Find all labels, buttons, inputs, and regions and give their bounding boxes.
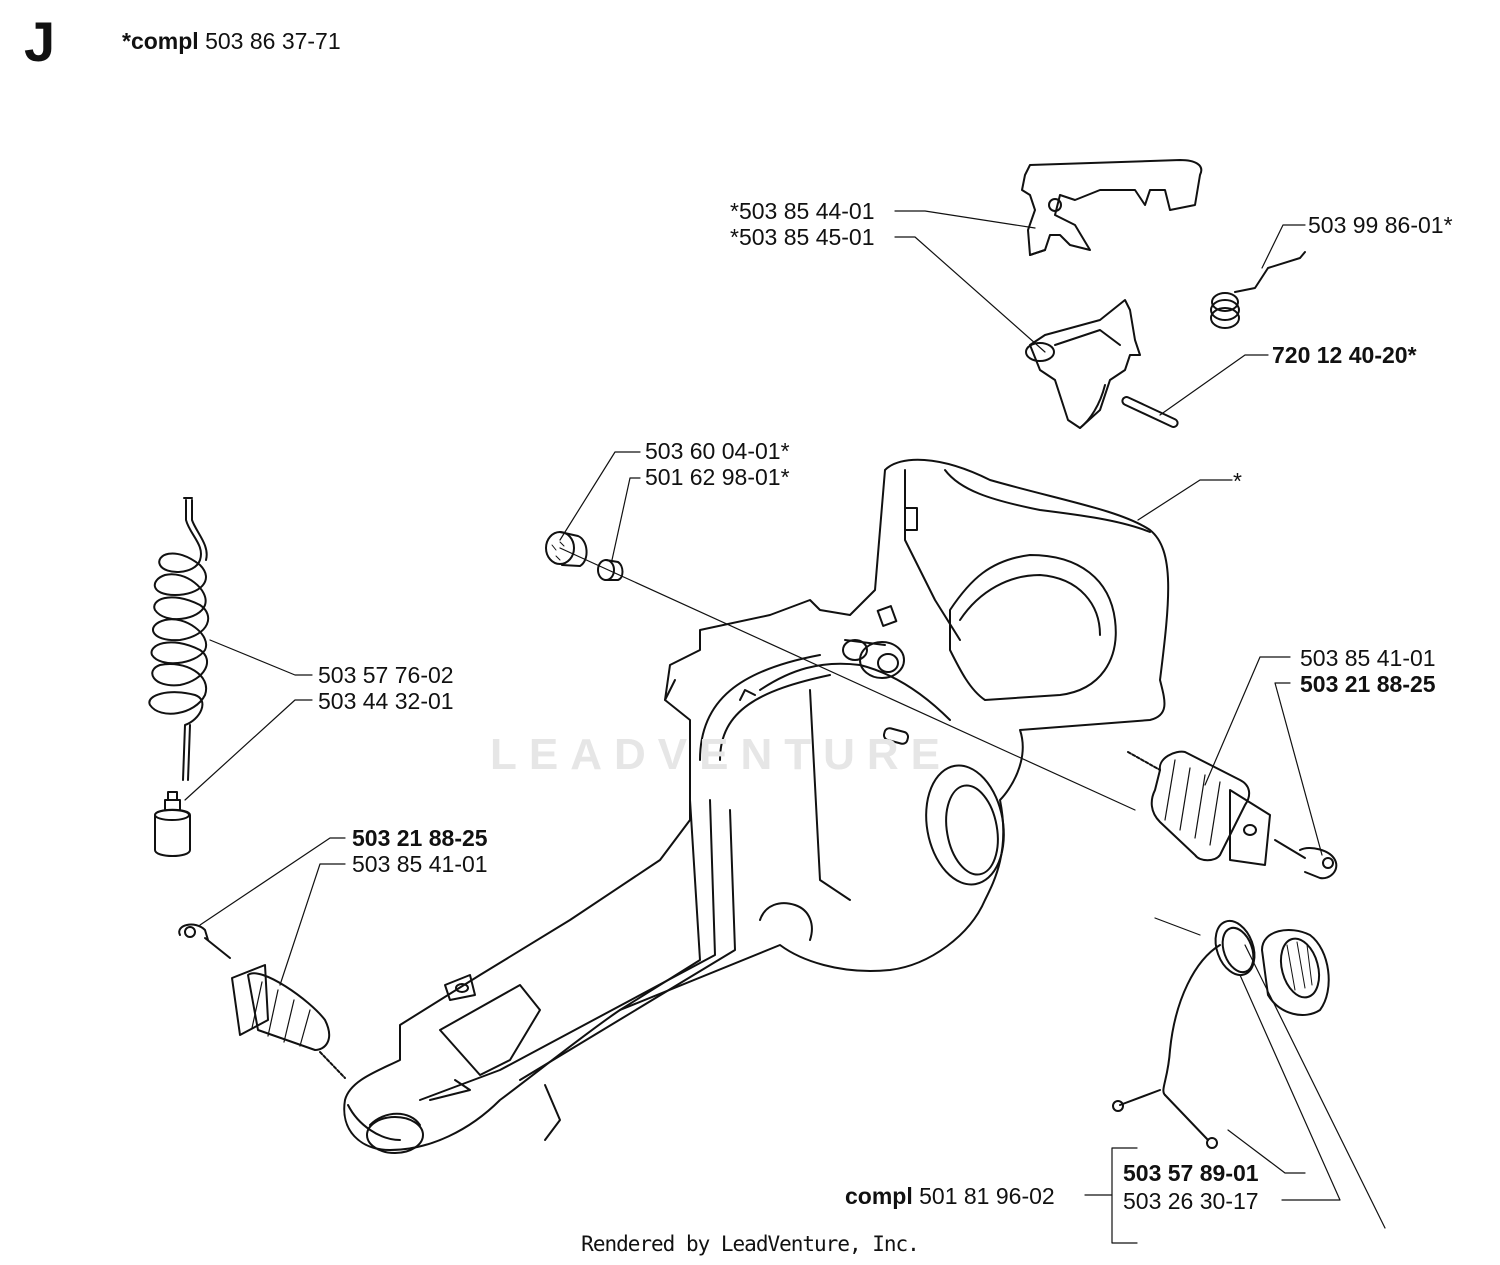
label-trigger-b: *503 85 45-01 (730, 224, 875, 250)
cap-compl-number: 501 81 96-02 (919, 1183, 1055, 1209)
section-letter: J (24, 10, 56, 73)
label-av-right-spring: 503 85 41-01 (1300, 645, 1436, 671)
oil-cap-assembly (1113, 916, 1329, 1148)
footer-credit: Rendered by LeadVenture, Inc. (581, 1232, 920, 1256)
cap-compl-prefix: compl (845, 1183, 913, 1209)
fuel-hose (149, 498, 208, 780)
trigger-spring (1211, 252, 1305, 328)
av-spring-left (179, 925, 345, 1078)
label-pin: 720 12 40-20* (1272, 342, 1417, 368)
handle-housing (344, 460, 1168, 1153)
leader-lines (185, 211, 1385, 1243)
label-cap-part-b: 503 26 30-17 (1123, 1188, 1259, 1214)
av-spring-right (1128, 752, 1336, 879)
assembly-prefix: *compl (122, 28, 199, 54)
pivot-pin (1121, 396, 1179, 429)
label-handle: * (1233, 468, 1242, 494)
label-fuel-hose: 503 57 76-02 (318, 662, 454, 688)
assembly-number: *compl 503 86 37-71 (122, 28, 341, 54)
label-av-right-screw: 503 21 88-25 (1300, 671, 1436, 697)
label-cap-compl: compl 501 81 96-02 (845, 1183, 1055, 1209)
label-fuel-filter: 503 44 32-01 (318, 688, 454, 714)
watermark: LEADVENTURE (490, 730, 953, 779)
label-damper-a: 503 60 04-01* (645, 438, 790, 464)
label-trigger-a: *503 85 44-01 (730, 198, 875, 224)
label-trigger-spring: 503 99 86-01* (1308, 212, 1453, 238)
label-av-left-screw: 503 21 88-25 (352, 825, 488, 851)
assembly-part-number: 503 86 37-71 (205, 28, 341, 54)
fuel-filter (155, 792, 190, 856)
rubber-damper-small (598, 560, 623, 580)
label-damper-b: 501 62 98-01* (645, 464, 790, 490)
throttle-trigger-lower (1026, 300, 1140, 428)
rubber-damper-large (546, 532, 587, 566)
label-cap-part-a: 503 57 89-01 (1123, 1160, 1259, 1186)
throttle-trigger-upper (1022, 160, 1201, 255)
label-av-left-spring: 503 85 41-01 (352, 851, 488, 877)
